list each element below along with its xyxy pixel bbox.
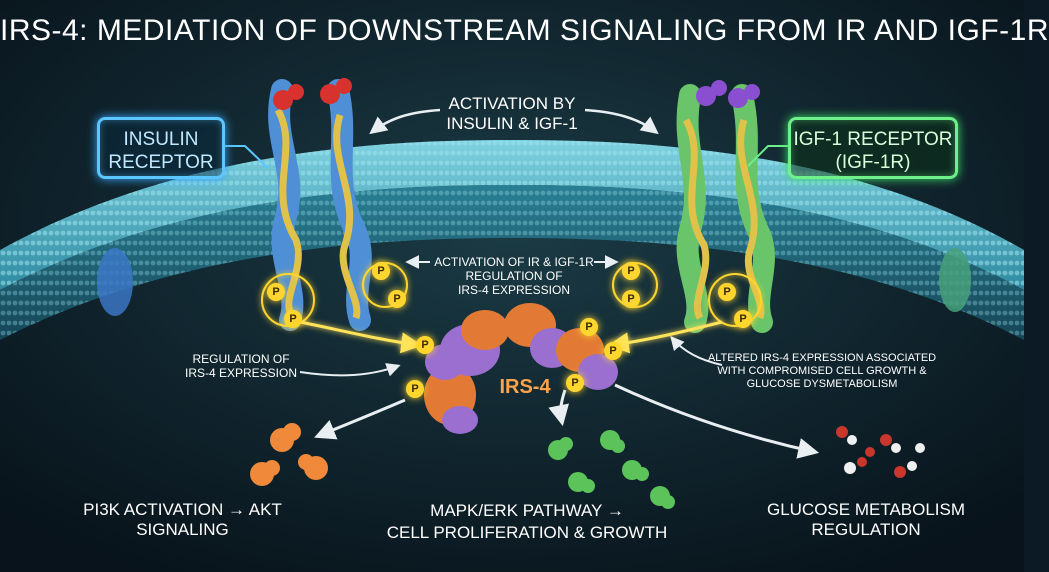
igf1r-to-irs4-arrow bbox=[607, 320, 723, 354]
mapk-molecules bbox=[548, 430, 675, 509]
glucose-molecules bbox=[836, 426, 925, 478]
igf1-receptor-text: IGF-1 RECEPTOR (IGF-1R) bbox=[793, 129, 953, 173]
insulin-ligand bbox=[273, 90, 293, 110]
glucose-arrow bbox=[614, 383, 820, 459]
pi3k-molecules bbox=[250, 423, 328, 486]
irs4-label: IRS-4 bbox=[499, 376, 551, 398]
phosphate-badge: P bbox=[718, 283, 736, 301]
ir-box-connector bbox=[225, 145, 269, 169]
altered-arrow bbox=[670, 335, 723, 366]
phosphate-badge: P bbox=[604, 342, 622, 360]
cell-membrane bbox=[0, 140, 1024, 340]
igf1-ligand bbox=[696, 86, 716, 106]
phosphate-badge: P bbox=[566, 374, 584, 392]
igf-box-connector bbox=[747, 145, 788, 167]
pi3k-label: PI3K ACTIVATION → AKT SIGNALING bbox=[83, 500, 282, 539]
membrane-protein-left bbox=[97, 248, 133, 316]
activation-arrow-right bbox=[584, 108, 659, 135]
mapk-label: MAPK/ERK PATHWAY → CELL PROLIFERATION & … bbox=[386, 501, 668, 542]
phosphate-badge: P bbox=[372, 262, 390, 280]
altered-expression-label: ALTERED IRS-4 EXPRESSION ASSOCIATED WITH… bbox=[707, 352, 937, 390]
pi3k-arrow bbox=[314, 398, 406, 440]
phosphate-badge: P bbox=[406, 380, 424, 398]
phosphate-badge: P bbox=[580, 318, 598, 336]
insulin-receptor-text: INSULIN RECEPTOR bbox=[108, 129, 214, 173]
phosphate-badge: P bbox=[416, 336, 434, 354]
igf1-receptor-protein bbox=[676, 80, 775, 333]
phosphate-badge: P bbox=[388, 290, 406, 308]
phosphate-badge: P bbox=[622, 262, 640, 280]
regulation-label: REGULATION OF IRS-4 EXPRESSION bbox=[184, 352, 298, 380]
phosphate-badge: P bbox=[267, 283, 285, 301]
insulin-receptor-label: INSULIN RECEPTOR bbox=[97, 117, 225, 179]
irs4-protein bbox=[424, 303, 618, 434]
phosphate-badge: P bbox=[734, 310, 752, 328]
background bbox=[0, 0, 1024, 572]
activation-label: ACTIVATION BY INSULIN & IGF-1 bbox=[446, 94, 578, 133]
insulin-receptor-protein bbox=[268, 78, 372, 331]
mapk-arrow bbox=[548, 389, 570, 427]
igf1-receptor-label: IGF-1 RECEPTOR (IGF-1R) bbox=[788, 117, 958, 179]
phosphate-badge: P bbox=[284, 310, 302, 328]
diagram-artwork bbox=[0, 0, 1024, 572]
glucose-label: GLUCOSE METABOLISM REGULATION bbox=[766, 500, 966, 539]
phosphate-badge: P bbox=[622, 290, 640, 308]
regulation-arrow bbox=[299, 363, 401, 377]
membrane-protein-right bbox=[939, 248, 971, 312]
igf1-ligand bbox=[728, 88, 748, 108]
center-note-label: ACTIVATION OF IR & IGF-1R REGULATION OF … bbox=[434, 255, 594, 297]
insulin-ligand bbox=[320, 84, 340, 104]
ir-to-irs4-arrow bbox=[299, 320, 423, 354]
activation-arrow-left bbox=[369, 108, 441, 135]
page-title: IRS-4: MEDIATION OF DOWNSTREAM SIGNALING… bbox=[0, 14, 1049, 47]
